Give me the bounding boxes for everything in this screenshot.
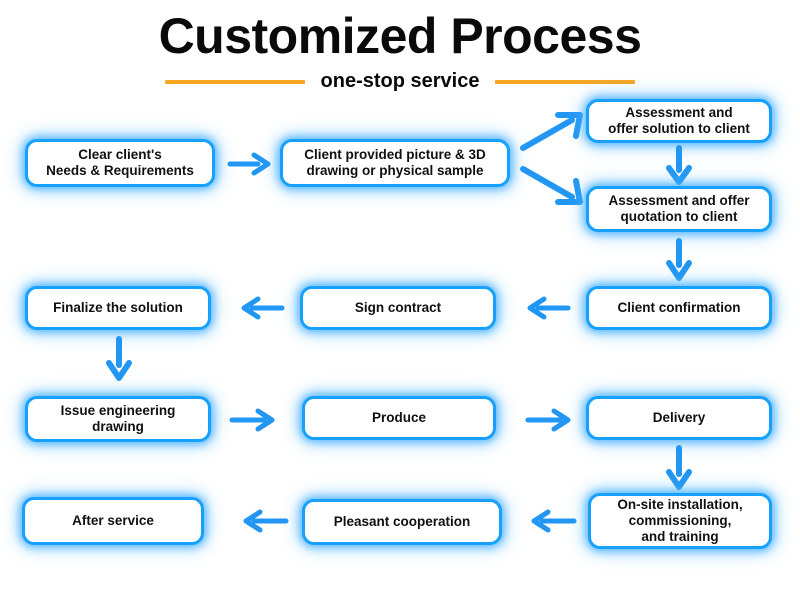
flow-node-pleasant-cooperation[interactable]: Pleasant cooperation xyxy=(302,499,502,545)
arrow-left-n6-n7 xyxy=(232,296,286,320)
arrow-down-n4-n5 xyxy=(663,238,695,283)
divider-rule-left xyxy=(164,79,305,84)
flow-node-finalize-solution[interactable]: Finalize the solution xyxy=(25,286,211,330)
flow-node-delivery[interactable]: Delivery xyxy=(586,396,772,440)
flow-node-label: Client provided picture & 3D drawing or … xyxy=(304,147,486,178)
flow-node-label: Issue engineering drawing xyxy=(60,403,176,434)
flow-node-label: Pleasant cooperation xyxy=(333,514,471,530)
flow-node-label: After service xyxy=(72,513,154,529)
divider-rule-right xyxy=(495,79,636,84)
arrow-left-n12-n13 xyxy=(232,509,290,533)
flow-node-clear-client-needs[interactable]: Clear client's Needs & Requirements xyxy=(25,139,215,187)
arrow-down-n10-n11 xyxy=(663,445,695,492)
flow-node-label: On-site installation, commissioning, and… xyxy=(617,497,743,544)
flow-node-label: Assessment and offer solution to client xyxy=(608,105,750,136)
flow-node-label: Assessment and offer quotation to client xyxy=(608,193,750,224)
flow-node-produce[interactable]: Produce xyxy=(302,396,496,440)
arrow-right-n8-n9 xyxy=(228,408,282,432)
page-title: Customized Process xyxy=(158,8,642,64)
arrow-down-right-n2-n4 xyxy=(520,163,590,207)
arrow-down-n3-n4 xyxy=(663,145,695,186)
flow-node-sign-contract[interactable]: Sign contract xyxy=(300,286,496,330)
arrow-up-right-n2-n3 xyxy=(520,110,590,154)
header: Customized Process xyxy=(0,6,800,66)
arrow-down-n7-n8 xyxy=(103,336,135,383)
flow-node-label: Finalize the solution xyxy=(53,300,183,316)
flow-node-label: Clear client's Needs & Requirements xyxy=(46,147,194,178)
page-subtitle: one-stop service xyxy=(320,70,480,92)
flow-node-assessment-offer-quotation[interactable]: Assessment and offer quotation to client xyxy=(586,186,772,232)
flow-node-assessment-offer-solution[interactable]: Assessment and offer solution to client xyxy=(586,99,772,143)
flow-node-label: Sign contract xyxy=(354,300,442,316)
flow-node-client-provided-picture[interactable]: Client provided picture & 3D drawing or … xyxy=(280,139,510,187)
flow-node-after-service[interactable]: After service xyxy=(22,497,204,545)
flow-node-issue-engineering-drawing[interactable]: Issue engineering drawing xyxy=(25,396,211,442)
flow-node-label: Client confirmation xyxy=(617,300,741,316)
flow-node-client-confirmation[interactable]: Client confirmation xyxy=(586,286,772,330)
arrow-left-n11-n12 xyxy=(520,509,578,533)
arrow-right-n9-n10 xyxy=(524,408,578,432)
flow-node-label: Delivery xyxy=(652,410,706,426)
flow-node-onsite-installation[interactable]: On-site installation, commissioning, and… xyxy=(588,493,772,549)
arrow-right-n1-n2 xyxy=(227,152,272,176)
subtitle-row: one-stop service xyxy=(0,70,800,93)
flow-node-label: Produce xyxy=(371,410,426,426)
arrow-left-n5-n6 xyxy=(518,296,572,320)
